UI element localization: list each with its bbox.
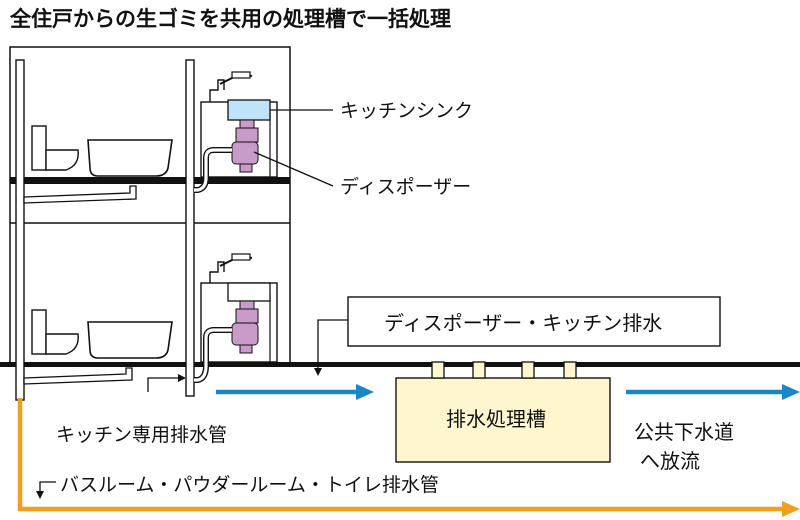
disposer-kitchen-drain-label: ディスポーザー・キッチン排水	[384, 311, 662, 335]
drain-tank-label: 排水処理槽	[446, 407, 546, 431]
disposer-kitchen-drain-callout-box	[347, 296, 721, 347]
bath-toilet-stack-pipe	[15, 59, 25, 401]
lower-faucet-icon	[209, 253, 253, 283]
ground-slab	[0, 362, 800, 367]
upper-disposer	[231, 119, 259, 173]
tank-outflow-arrow-to-sewer	[626, 384, 800, 400]
public-sewer-label-line2: へ放流	[640, 449, 700, 473]
kitchen-flow-arrow-to-tank	[216, 384, 374, 400]
upper-bathtub	[87, 139, 173, 177]
lower-bathtub	[87, 321, 173, 359]
drain-processing-tank	[395, 361, 611, 463]
kitchen-stack-pipe	[185, 59, 195, 397]
upper-floor-slab	[10, 177, 290, 184]
lower-toilet	[31, 309, 79, 355]
disposer-leader-line	[253, 151, 334, 187]
diagram-title: 全住戸からの生ゴミを共用の処理槽で一括処理	[9, 7, 451, 31]
kitchen-pipe-pointer-arrow	[147, 374, 186, 392]
lower-disposer	[231, 300, 259, 354]
bath-toilet-drain-pipe-label: バスルーム・パウダールーム・トイレ排水管	[60, 474, 439, 496]
callout-pointer-arrow	[314, 319, 348, 376]
lower-kitchen-sink	[227, 282, 271, 302]
bath-toilet-flow-arrow	[17, 398, 800, 517]
lower-bath-branch-pipe	[23, 367, 133, 385]
kitchen-drain-pipe-label: キッチン専用排水管	[56, 424, 227, 446]
public-sewer-label-line1: 公共下水道	[634, 420, 734, 444]
upper-toilet	[31, 125, 79, 171]
kitchen-sink-label: キッチンシンク	[340, 100, 473, 122]
upper-bath-branch-pipe	[23, 185, 137, 204]
upper-faucet-icon	[209, 71, 253, 102]
upper-kitchen-sink	[227, 99, 271, 121]
disposer-label: ディスポーザー	[340, 176, 471, 198]
